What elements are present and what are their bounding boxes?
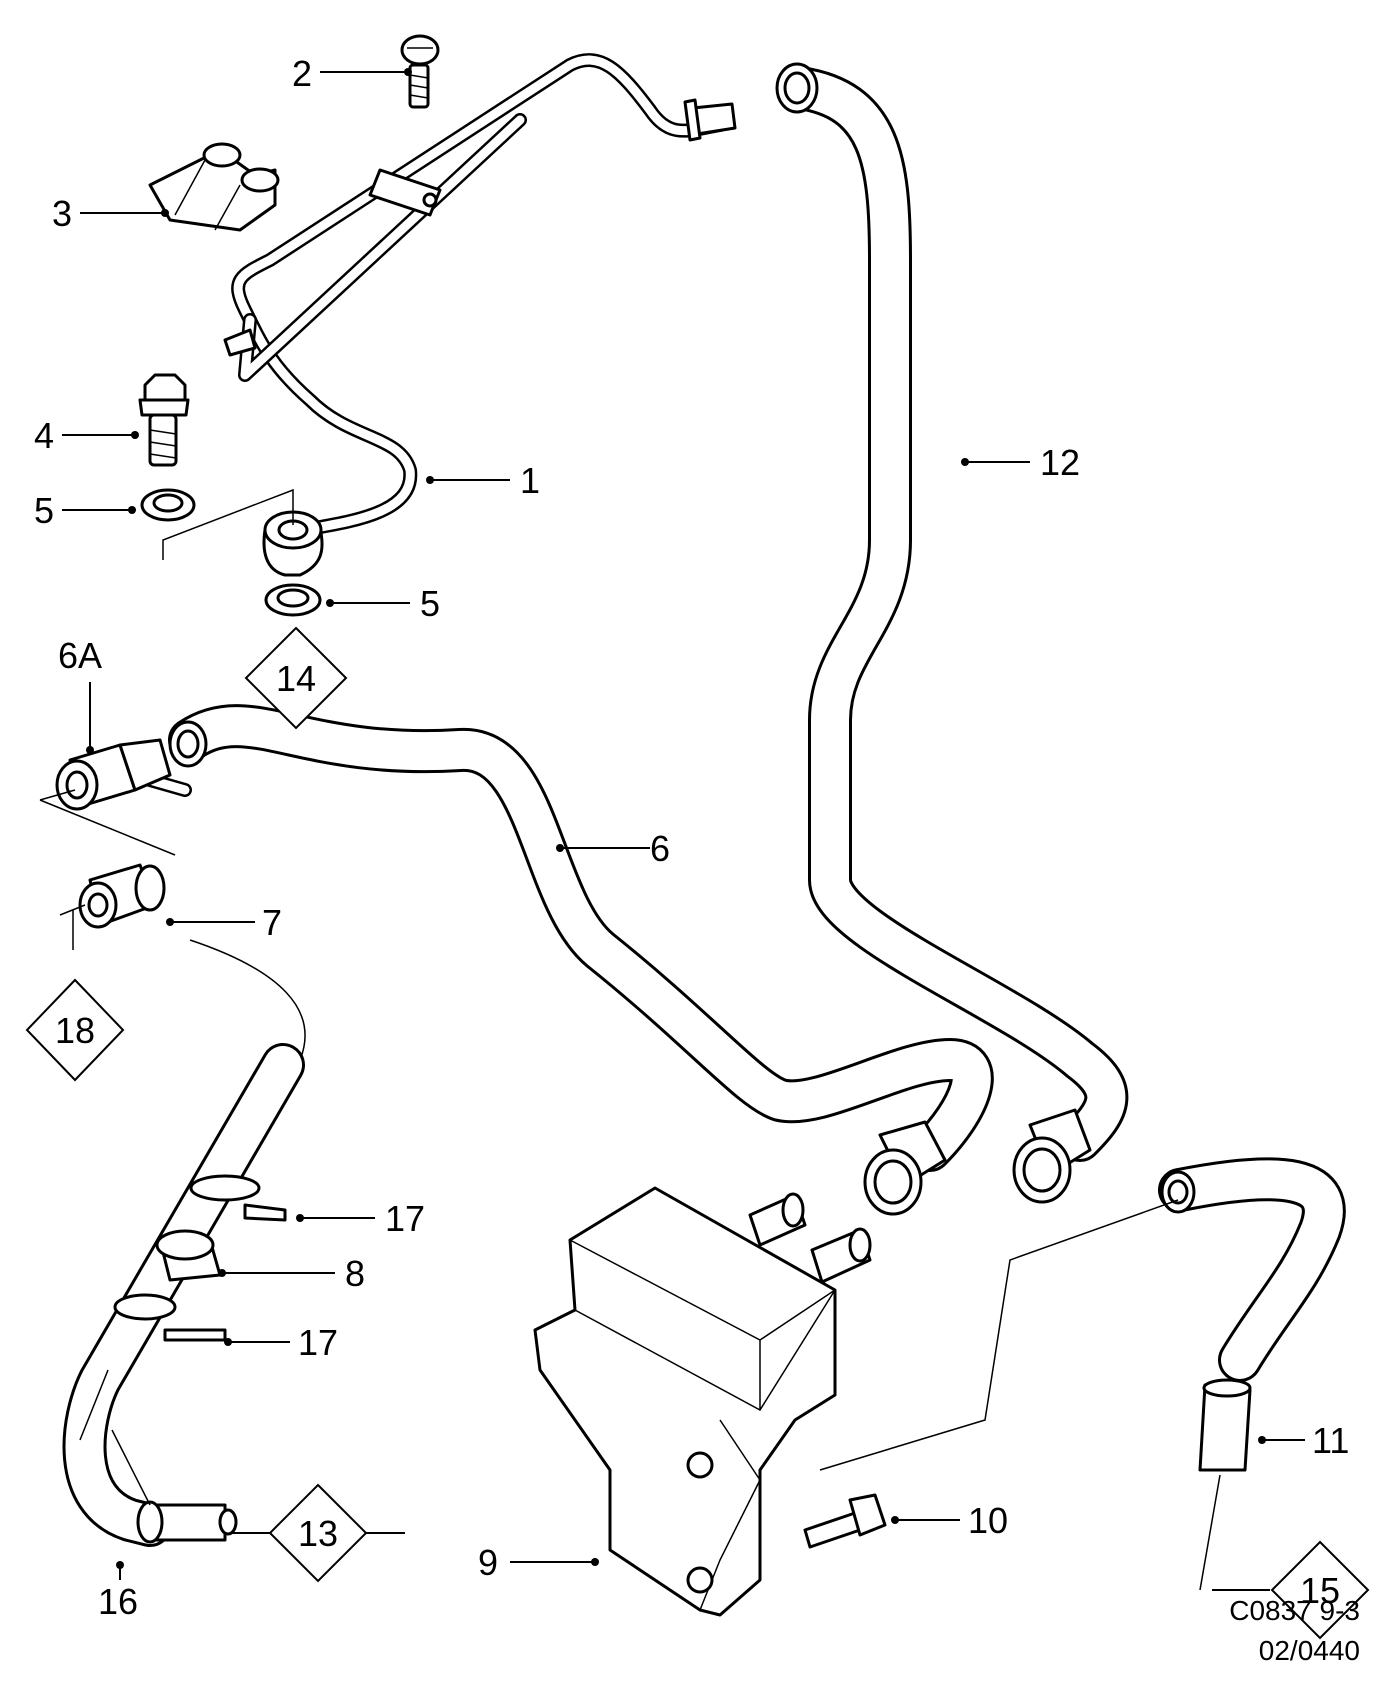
drawing-code-line2: 02/0440 — [1259, 1635, 1360, 1666]
callout-6: 6 — [650, 828, 670, 869]
bolt-4 — [138, 373, 190, 467]
clamp-17-upper — [189, 1174, 287, 1222]
callout-11: 11 — [1312, 1420, 1349, 1461]
callout-1: 1 — [520, 460, 540, 501]
callout-4: 4 — [34, 415, 54, 456]
screw-2 — [400, 34, 440, 109]
callout-5-upper: 5 — [34, 490, 54, 531]
reference-18: 18 — [55, 1010, 95, 1051]
hose-6 — [168, 704, 994, 1216]
callout-12: 12 — [1040, 442, 1080, 483]
hose-11 — [1198, 1378, 1252, 1472]
reference-diamond-18 — [25, 978, 125, 1082]
reference-diamond-14 — [244, 626, 348, 730]
washer-5-upper — [140, 488, 196, 522]
callout-7: 7 — [262, 902, 282, 943]
washer-5-lower — [264, 583, 322, 617]
pipe-16 — [62, 1043, 305, 1547]
bolt-10 — [803, 1493, 887, 1549]
callout-8: 8 — [345, 1253, 365, 1294]
callout-16: 16 — [98, 1581, 138, 1622]
drawing-code-line1: C0837 9-3 — [1229, 1595, 1360, 1626]
callout-17-lower: 17 — [298, 1322, 338, 1363]
callout-3: 3 — [52, 193, 72, 234]
callout-9: 9 — [478, 1542, 498, 1583]
reference-14: 14 — [276, 658, 316, 699]
hose-upper-right — [1158, 1157, 1346, 1382]
reservoir-9 — [533, 1186, 872, 1617]
pipe-1 — [223, 53, 737, 535]
clip-3 — [148, 142, 280, 232]
reference-15: 15 — [1300, 1570, 1340, 1611]
hose-12 — [775, 62, 1129, 1204]
reference-diamond-13 — [268, 1483, 368, 1583]
leader-lines — [62, 68, 1305, 1591]
callout-17-upper: 17 — [385, 1198, 425, 1239]
callout-5-lower: 5 — [420, 583, 440, 624]
callout-6a: 6A — [58, 635, 102, 676]
reference-13: 13 — [298, 1513, 338, 1554]
valve-6a — [55, 738, 192, 811]
callout-2: 2 — [292, 53, 312, 94]
connector-7 — [78, 863, 166, 929]
reference-diamond-15 — [1270, 1540, 1370, 1640]
callout-10: 10 — [968, 1500, 1008, 1541]
